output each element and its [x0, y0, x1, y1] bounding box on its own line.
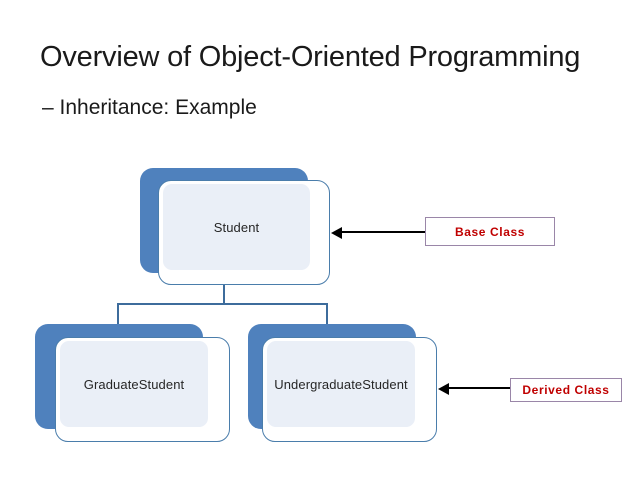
node-body-shape: GraduateStudent: [60, 341, 208, 427]
arrow-line-base-class: [341, 231, 425, 234]
arrow-head-derived-class: [438, 383, 449, 395]
class-node-label: Student: [213, 219, 260, 235]
slide-subtitle: – Inheritance: Example: [42, 96, 257, 119]
callout-derived-class[interactable]: Derived Class: [510, 378, 622, 402]
page-title: Overview of Object-Oriented Programming: [40, 41, 581, 73]
class-node-label: UndergraduateStudent: [274, 376, 408, 392]
node-body-shape: UndergraduateStudent: [267, 341, 415, 427]
callout-base-class-label: Base Class: [454, 224, 526, 239]
arrow-line-derived-class: [448, 387, 510, 390]
node-body-shape: Student: [163, 184, 310, 270]
arrow-head-base-class: [331, 227, 342, 239]
connector-parent-stub: [223, 285, 225, 304]
callout-derived-class-label: Derived Class: [522, 383, 610, 397]
connector-drop-right: [326, 303, 328, 327]
class-node-label: GraduateStudent: [83, 376, 185, 392]
callout-base-class[interactable]: Base Class: [425, 217, 555, 246]
connector-horizontal-bar: [117, 303, 327, 305]
connector-drop-left: [117, 303, 119, 327]
